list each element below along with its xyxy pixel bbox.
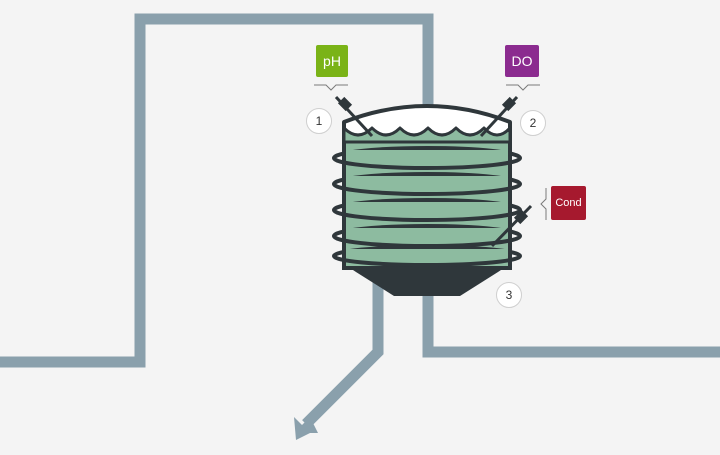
inlet-pipe bbox=[0, 13, 434, 368]
outlet-pipe bbox=[302, 280, 384, 428]
callout-brackets bbox=[314, 84, 547, 220]
pipe-network bbox=[0, 13, 720, 428]
cond-sensor-label: Cond bbox=[551, 186, 586, 220]
return-pipe bbox=[422, 296, 720, 358]
sensor-number-2: 2 bbox=[520, 110, 546, 136]
coil-icon bbox=[332, 146, 522, 267]
tank-headspace bbox=[342, 104, 512, 142]
tank-bottom bbox=[344, 264, 510, 296]
probe-icon bbox=[334, 95, 533, 248]
liquid-surface bbox=[342, 126, 512, 144]
do-sensor-label: DO bbox=[505, 45, 539, 77]
arrow-down-left-icon bbox=[294, 417, 318, 440]
ph-sensor-label: pH bbox=[316, 45, 348, 77]
sensor-number-3: 3 bbox=[496, 282, 522, 308]
sensor-number-1: 1 bbox=[306, 108, 332, 134]
liquid-front bbox=[346, 150, 508, 254]
